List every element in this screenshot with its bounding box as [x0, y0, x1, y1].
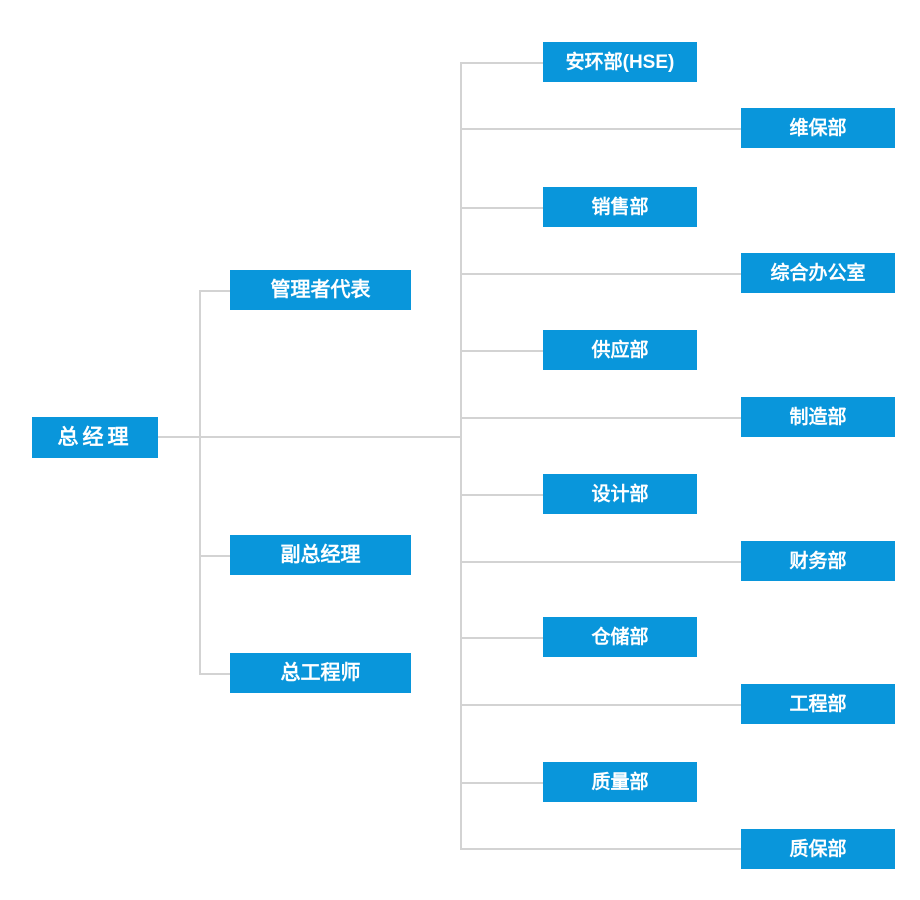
- connector-manufacturing-dept: [460, 417, 741, 419]
- node-supply-dept: 供应部: [543, 330, 697, 370]
- connector-warehouse-dept: [460, 637, 543, 639]
- node-manufacturing-dept: 制造部: [741, 397, 895, 437]
- connector-supply-dept: [460, 350, 543, 352]
- node-hse-dept: 安环部(HSE): [543, 42, 697, 82]
- node-finance-dept: 财务部: [741, 541, 895, 581]
- node-quality-dept: 质量部: [543, 762, 697, 802]
- connector-maintenance-dept: [460, 128, 741, 130]
- connector-general-office: [460, 273, 741, 275]
- node-engineering-dept: 工程部: [741, 684, 895, 724]
- node-deputy-general-manager: 副总经理: [230, 535, 411, 575]
- connector-qa-dept: [460, 848, 741, 850]
- node-management-representative: 管理者代表: [230, 270, 411, 310]
- node-general-manager: 总经理: [32, 417, 158, 458]
- node-sales-dept: 销售部: [543, 187, 697, 227]
- connector-sales-dept: [460, 207, 543, 209]
- node-qa-dept: 质保部: [741, 829, 895, 869]
- connector-design-dept: [460, 494, 543, 496]
- node-general-office: 综合办公室: [741, 253, 895, 293]
- connector-management-representative: [199, 290, 230, 292]
- node-maintenance-dept: 维保部: [741, 108, 895, 148]
- node-warehouse-dept: 仓储部: [543, 617, 697, 657]
- connector-chief-engineer: [199, 673, 230, 675]
- connector-quality-dept: [460, 782, 543, 784]
- connector-engineering-dept: [460, 704, 741, 706]
- connector-trunk-departments: [460, 62, 462, 849]
- node-design-dept: 设计部: [543, 474, 697, 514]
- node-chief-engineer: 总工程师: [230, 653, 411, 693]
- connector-root-to-trunk: [158, 436, 460, 438]
- connector-trunk-managers: [199, 290, 201, 673]
- connector-finance-dept: [460, 561, 741, 563]
- connector-hse-dept: [460, 62, 543, 64]
- connector-deputy-general-manager: [199, 555, 230, 557]
